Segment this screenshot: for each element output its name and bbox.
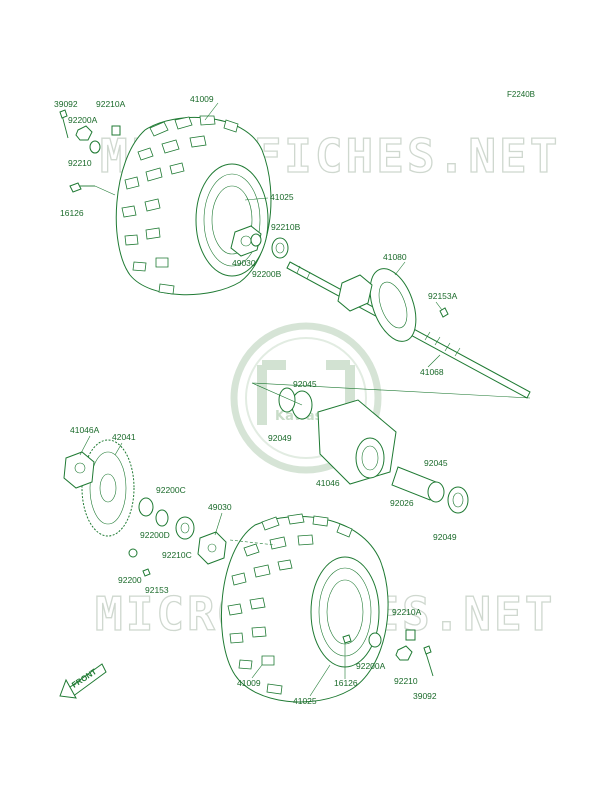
label-92049-mid: 92049 (268, 433, 292, 443)
label-41009-bot: 41009 (237, 678, 261, 688)
part-labels: 39092 92210A 41009 92200A 92210 16126 41… (54, 94, 458, 706)
label-41046: 41046 (316, 478, 340, 488)
label-41080: 41080 (383, 252, 407, 262)
label-92200: 92200 (118, 575, 142, 585)
label-42041: 42041 (112, 432, 136, 442)
bottom-tire-assembly (221, 513, 434, 703)
label-92045-mid: 92045 (293, 379, 317, 389)
label-92210b: 92210B (271, 222, 301, 232)
rear-axle-assembly (278, 261, 531, 514)
label-16126-top: 16126 (60, 208, 84, 218)
label-leaders (79, 102, 443, 697)
label-92153a: 92153A (428, 291, 458, 301)
label-92200a-bot: 92200A (356, 661, 386, 671)
label-92200b: 92200B (252, 269, 282, 279)
label-92210-bot: 92210 (394, 676, 418, 686)
label-41025-bot: 41025 (293, 696, 317, 706)
leader-lines (94, 185, 531, 406)
label-92200a-top: 92200A (68, 115, 98, 125)
label-41068: 41068 (420, 367, 444, 377)
label-39092-bot: 39092 (413, 691, 437, 701)
label-92210a-top: 92210A (96, 99, 126, 109)
label-92045-right: 92045 (424, 458, 448, 468)
label-39092-top: 39092 (54, 99, 78, 109)
front-direction-marker: FRONT (59, 663, 107, 699)
figure-code: F2240B (507, 90, 535, 99)
sprocket-assembly (63, 439, 227, 577)
label-41046a: 41046A (70, 425, 100, 435)
label-49030-bot: 49030 (208, 502, 232, 512)
label-49030-top: 49030 (232, 258, 256, 268)
kawasaki-logo: Kawasaki (230, 322, 382, 474)
label-92153: 92153 (145, 585, 169, 595)
top-tire-assembly (59, 109, 289, 296)
label-16126-bot: 16126 (334, 678, 358, 688)
label-92200d: 92200D (140, 530, 170, 540)
label-92200c: 92200C (156, 485, 186, 495)
label-41009-top: 41009 (190, 94, 214, 104)
label-41025-top: 41025 (270, 192, 294, 202)
label-92026: 92026 (390, 498, 414, 508)
label-92210c: 92210C (162, 550, 192, 560)
label-92210-top: 92210 (68, 158, 92, 168)
label-92210a-bot: 92210A (392, 607, 422, 617)
label-92049-right: 92049 (433, 532, 457, 542)
